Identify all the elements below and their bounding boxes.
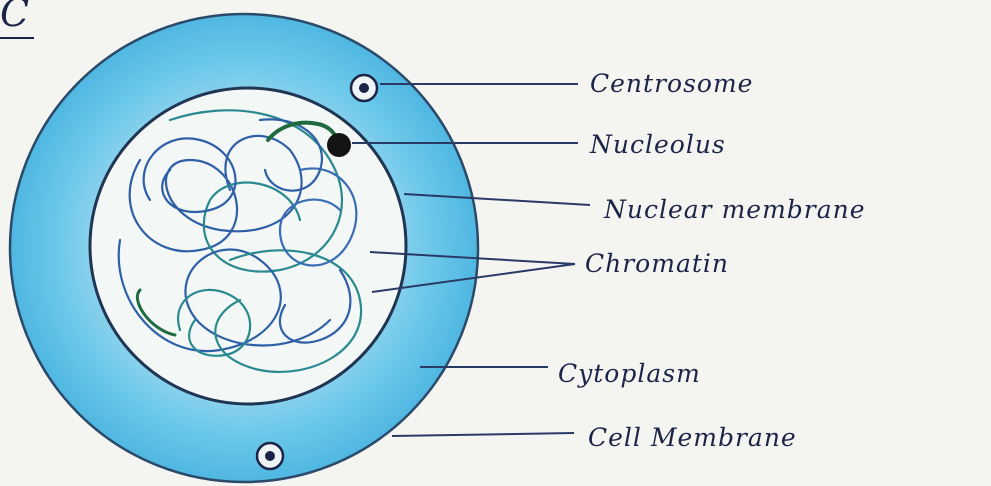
label-cell-membrane: Cell Membrane <box>588 423 797 452</box>
label-nuclear-membrane: Nuclear membrane <box>603 195 866 224</box>
centrosome-dot-lower <box>257 443 283 469</box>
centrosome-dot <box>351 75 377 101</box>
nuclear-membrane <box>90 88 406 404</box>
label-chromatin: Chromatin <box>585 249 729 278</box>
label-cytoplasm: Cytoplasm <box>558 359 701 388</box>
label-nucleolus: Nucleolus <box>589 130 726 159</box>
nucleolus-dot <box>327 133 351 157</box>
label-centrosome: Centrosome <box>590 69 753 98</box>
corner-mark: C <box>0 0 29 35</box>
cell-membrane-leader <box>392 433 574 436</box>
